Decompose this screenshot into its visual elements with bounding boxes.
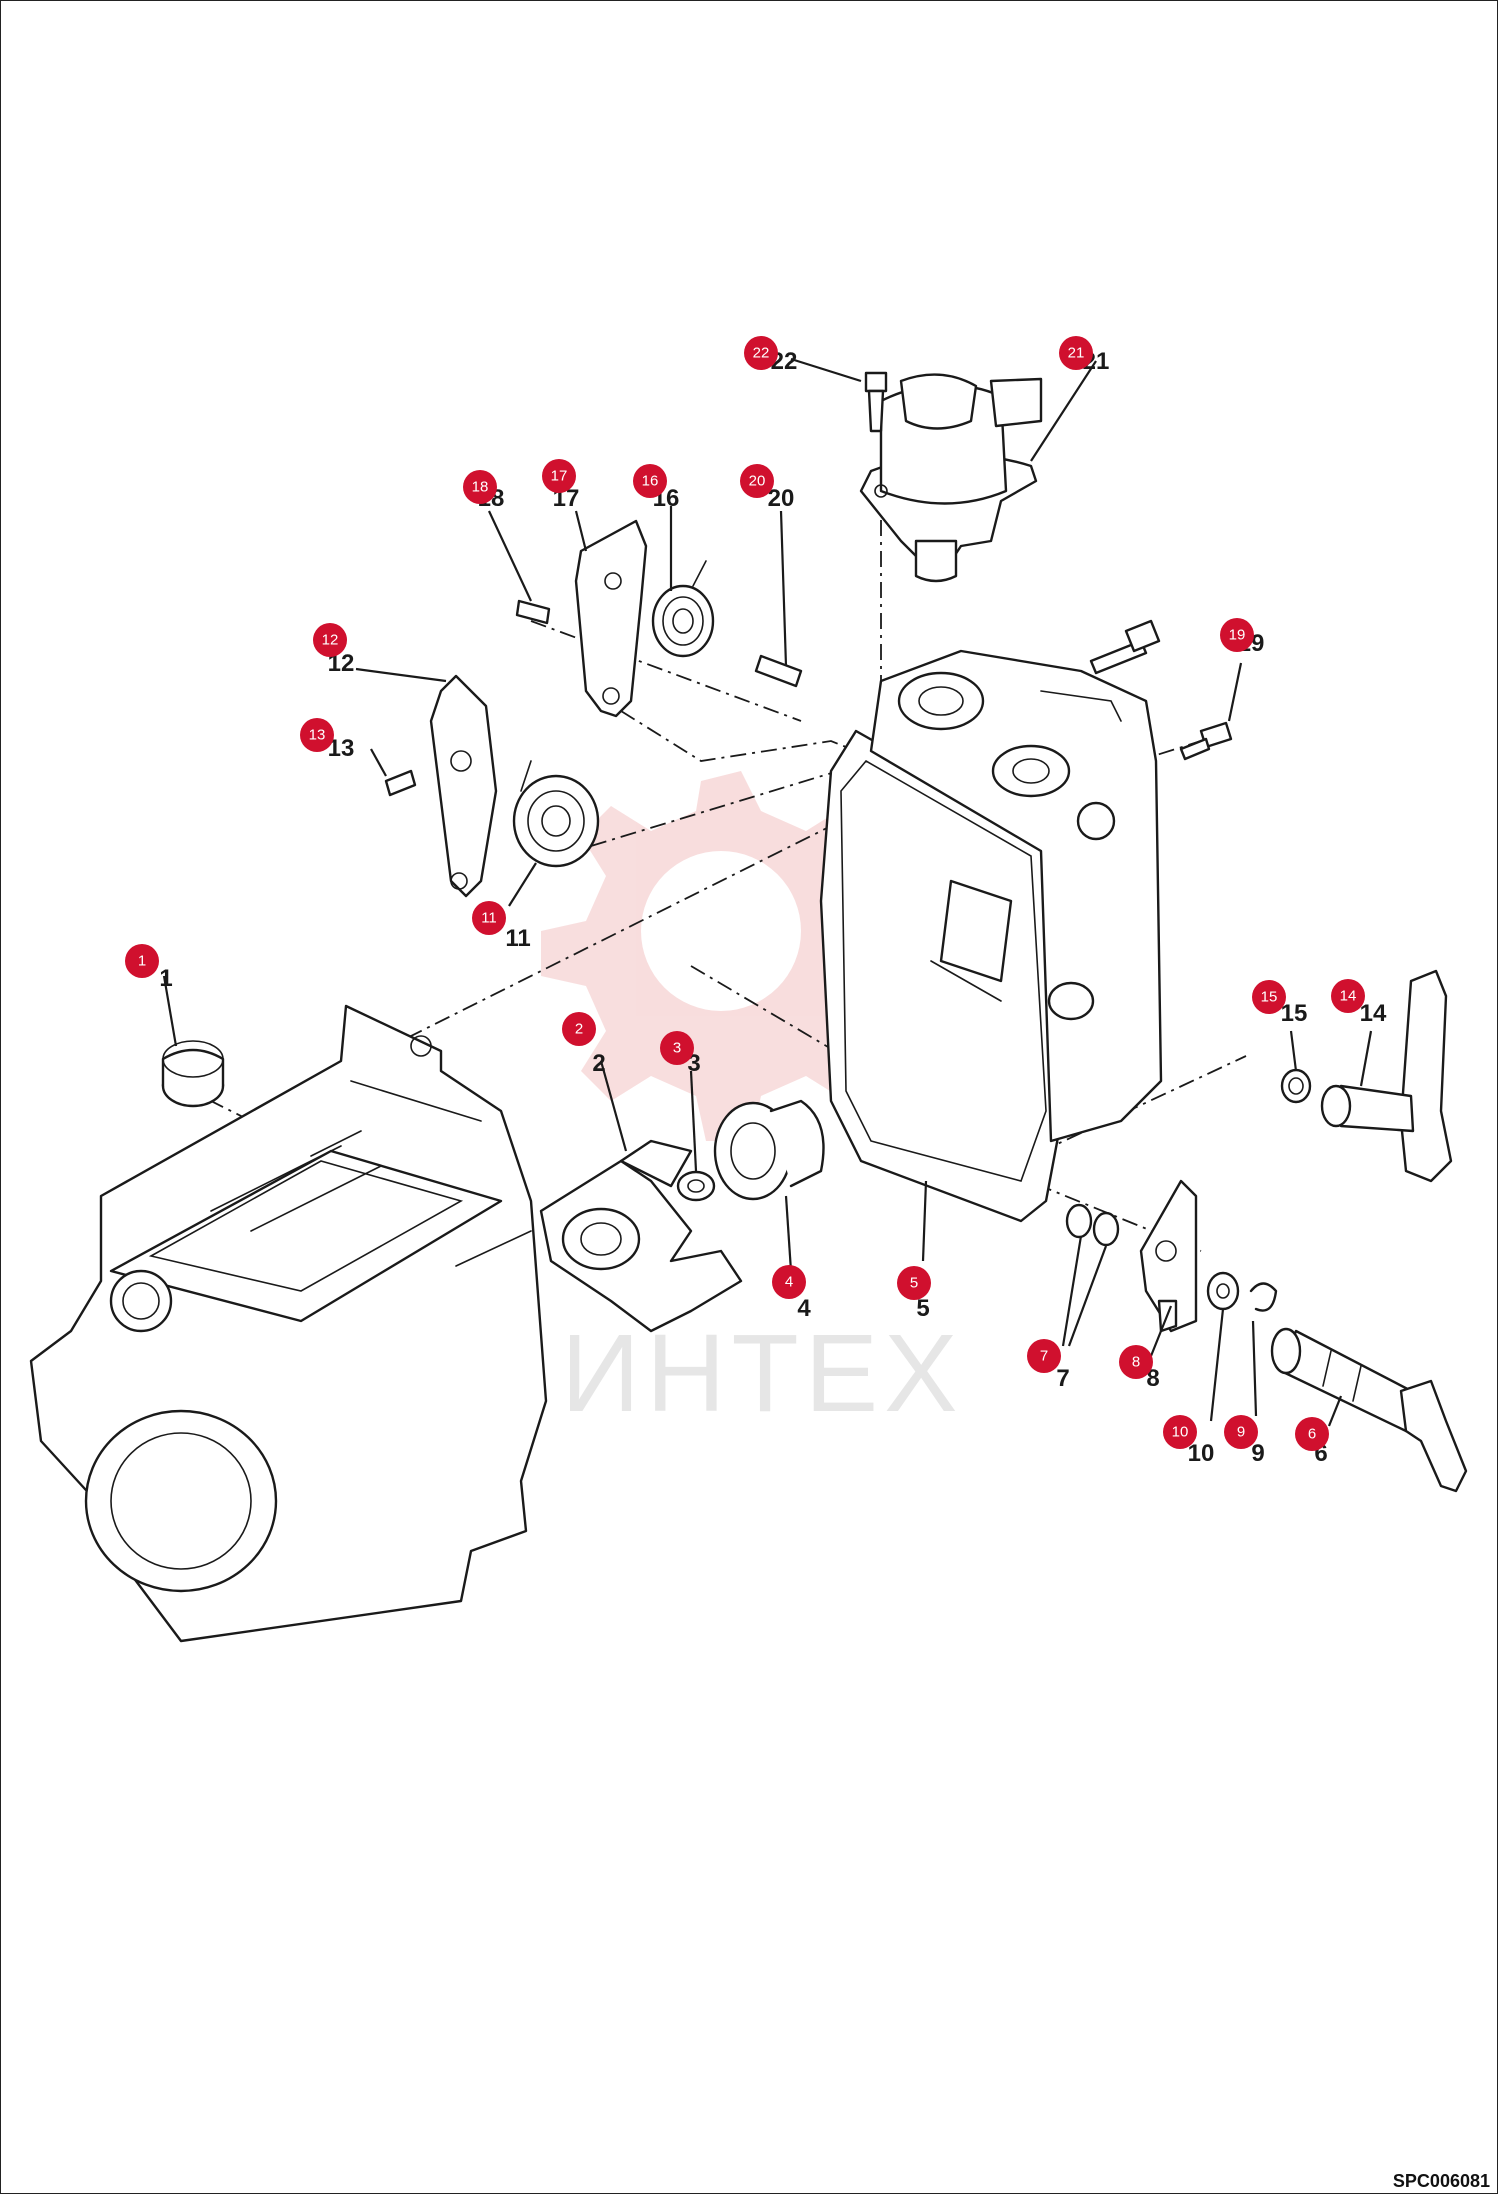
callout-17: 17 bbox=[542, 459, 576, 493]
svg-text:16: 16 bbox=[642, 473, 659, 490]
callout-3: 3 bbox=[660, 1031, 694, 1065]
part-6-shaft bbox=[1270, 1327, 1468, 1493]
part-14-lever bbox=[1320, 969, 1453, 1183]
svg-text:19: 19 bbox=[1229, 627, 1246, 644]
svg-text:21: 21 bbox=[1068, 345, 1085, 362]
part-1-plug bbox=[161, 1040, 225, 1108]
svg-text:7: 7 bbox=[1040, 1348, 1048, 1365]
governor-housing bbox=[869, 649, 1163, 1143]
svg-text:6: 6 bbox=[1308, 1426, 1316, 1443]
callout-10: 10 bbox=[1163, 1415, 1197, 1449]
callout-4: 4 bbox=[772, 1265, 806, 1299]
svg-text:8: 8 bbox=[1132, 1354, 1140, 1371]
svg-text:3: 3 bbox=[673, 1040, 681, 1057]
part-13-pin bbox=[384, 769, 417, 797]
svg-text:11: 11 bbox=[481, 910, 497, 927]
svg-text:9: 9 bbox=[1237, 1424, 1245, 1441]
svg-text:13: 13 bbox=[309, 727, 326, 744]
reference-code: SPC006081 bbox=[1392, 2171, 1490, 2191]
part-9-snap-ring bbox=[1249, 1282, 1278, 1312]
svg-text:18: 18 bbox=[472, 479, 489, 496]
svg-text:17: 17 bbox=[551, 468, 568, 485]
callout-5: 5 bbox=[897, 1266, 931, 1300]
engine-block bbox=[29, 1004, 548, 1643]
callout-badges: 1 2 3 4 5 6 7 8 9 10 11 12 13 14 15 16 1… bbox=[125, 336, 1365, 1451]
svg-text:5: 5 bbox=[910, 1275, 918, 1292]
part-11-spring bbox=[512, 760, 600, 868]
label-15: 15 bbox=[1281, 1000, 1308, 1027]
part-7-o-rings bbox=[1065, 1203, 1120, 1247]
watermark-gear bbox=[541, 771, 916, 1141]
svg-text:10: 10 bbox=[1172, 1424, 1189, 1441]
callout-18: 18 bbox=[463, 470, 497, 504]
callout-22: 22 bbox=[744, 336, 778, 370]
callout-1: 1 bbox=[125, 944, 159, 978]
label-5: 5 bbox=[916, 1295, 929, 1322]
watermark-text: ИНТЕХ bbox=[561, 1312, 963, 1435]
label-14: 14 bbox=[1360, 1000, 1387, 1027]
callout-15: 15 bbox=[1252, 980, 1286, 1014]
callout-11: 11 bbox=[472, 901, 506, 935]
part-2-flyweight-holder bbox=[539, 1139, 743, 1333]
label-20: 20 bbox=[768, 485, 795, 512]
svg-text:2: 2 bbox=[575, 1021, 583, 1038]
callout-9: 9 bbox=[1224, 1415, 1258, 1449]
callout-7: 7 bbox=[1027, 1339, 1061, 1373]
callout-21: 21 bbox=[1059, 336, 1093, 370]
part-17-plate bbox=[574, 519, 648, 718]
part-18-pin bbox=[515, 599, 551, 625]
svg-text:14: 14 bbox=[1340, 988, 1357, 1005]
part-15-o-ring bbox=[1280, 1068, 1312, 1104]
svg-text:4: 4 bbox=[785, 1274, 793, 1291]
part-16-spring bbox=[651, 560, 715, 658]
leader-lines bbox=[162, 357, 1373, 1427]
label-7: 7 bbox=[1056, 1365, 1069, 1392]
svg-text:15: 15 bbox=[1261, 989, 1278, 1006]
callout-8: 8 bbox=[1119, 1345, 1153, 1379]
callout-13: 13 bbox=[300, 718, 334, 752]
label-1: 1 bbox=[159, 965, 172, 992]
label-9: 9 bbox=[1251, 1440, 1264, 1467]
label-2: 2 bbox=[592, 1050, 605, 1077]
part-8-plate bbox=[1139, 1179, 1198, 1333]
svg-text:1: 1 bbox=[138, 953, 146, 970]
housing-bolt bbox=[1089, 619, 1161, 675]
callout-19: 19 bbox=[1220, 618, 1254, 652]
part-10-washer bbox=[1206, 1271, 1240, 1311]
label-11: 11 bbox=[505, 925, 530, 952]
svg-text:20: 20 bbox=[749, 473, 766, 490]
part-4-sleeve bbox=[713, 1099, 825, 1201]
callout-12: 12 bbox=[313, 623, 347, 657]
part-19-screw bbox=[1179, 721, 1233, 761]
callout-14: 14 bbox=[1331, 979, 1365, 1013]
part-21-actuator bbox=[859, 373, 1043, 583]
svg-text:12: 12 bbox=[322, 632, 339, 649]
callout-20: 20 bbox=[740, 464, 774, 498]
part-3-nut bbox=[676, 1170, 716, 1202]
callout-16: 16 bbox=[633, 464, 667, 498]
svg-text:22: 22 bbox=[753, 345, 770, 362]
callout-6: 6 bbox=[1295, 1417, 1329, 1451]
label-4: 4 bbox=[797, 1295, 811, 1322]
part-20-pin bbox=[754, 654, 803, 688]
part-12-lever-plate bbox=[429, 674, 498, 898]
part-22-bolt bbox=[864, 371, 888, 433]
label-10: 10 bbox=[1188, 1440, 1215, 1467]
callout-2: 2 bbox=[562, 1012, 596, 1046]
